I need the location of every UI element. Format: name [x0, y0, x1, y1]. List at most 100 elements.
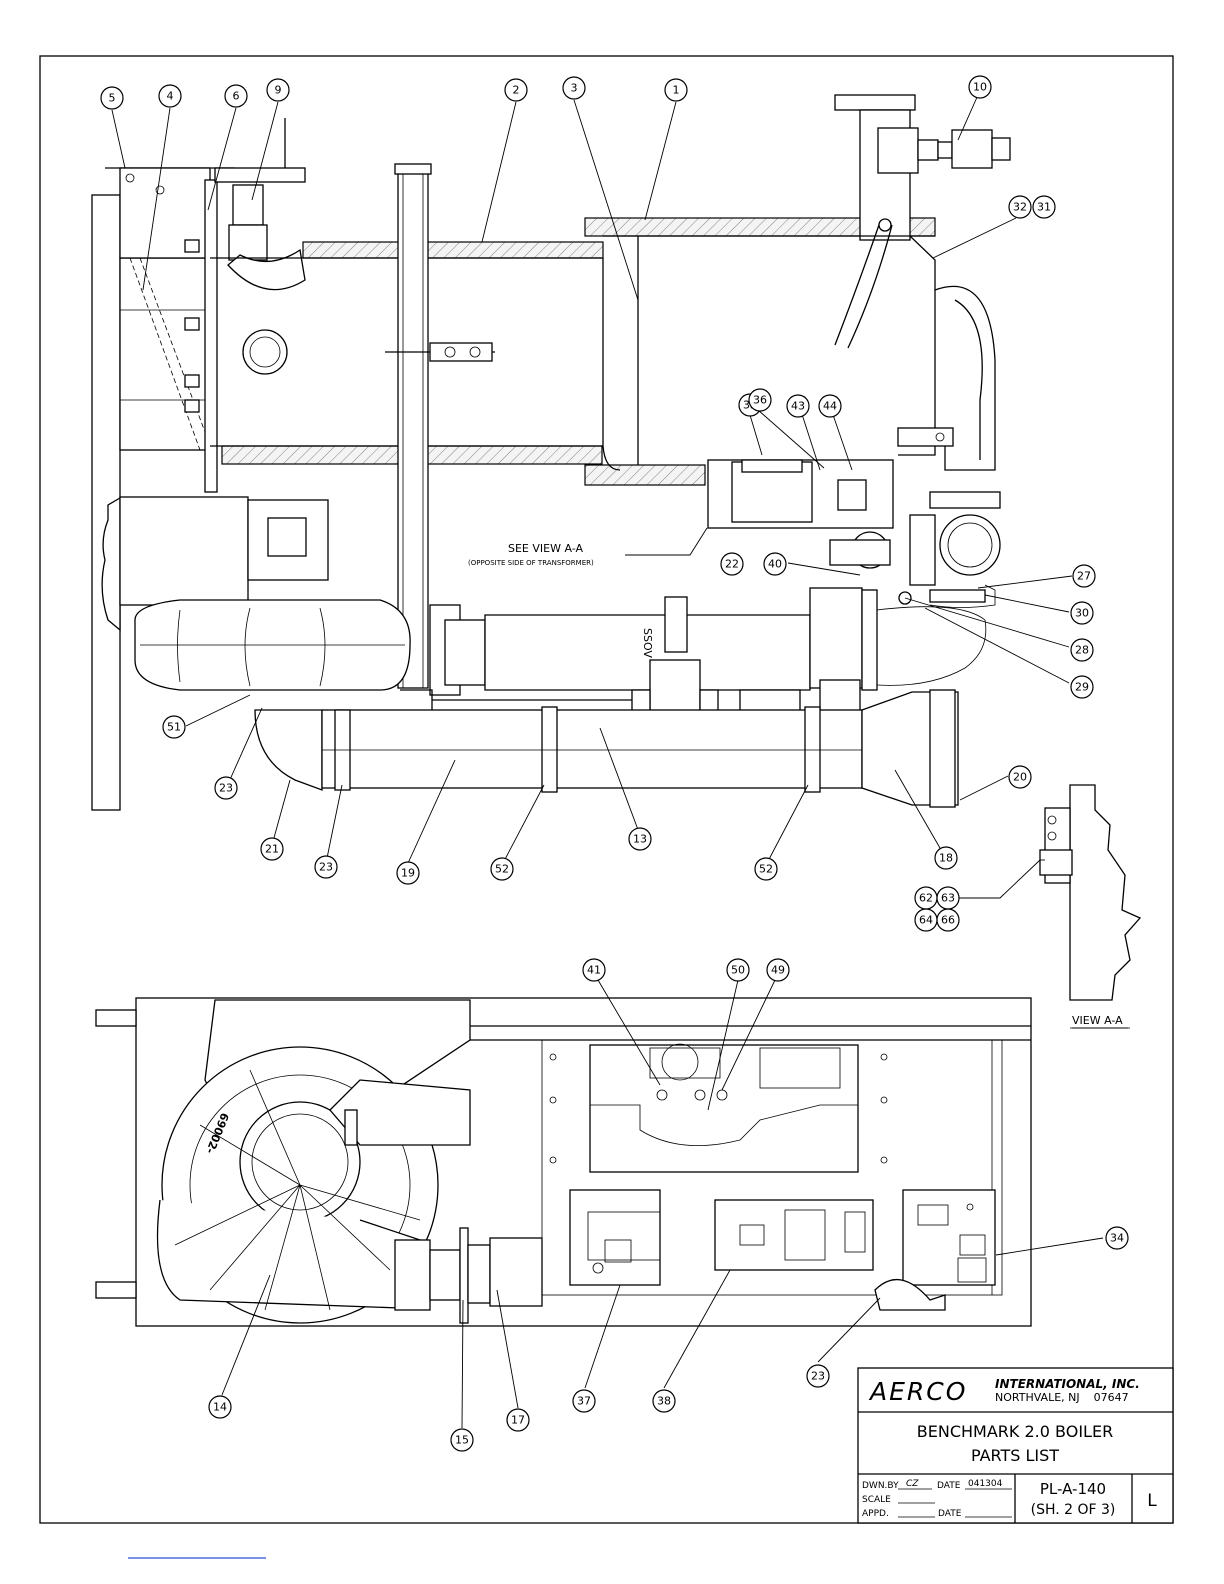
item-balloon-label: 63	[941, 892, 955, 905]
item-balloon-43: 43	[786, 394, 810, 418]
item-balloon-38: 38	[652, 1389, 676, 1413]
item-balloon-label: 6	[233, 90, 240, 103]
company-address: NORTHVALE, NJ 07647	[995, 1391, 1129, 1404]
company-logo: AERCO	[868, 1377, 967, 1406]
item-balloon-31: 31	[1032, 195, 1056, 219]
side-elevation-view	[91, 94, 1011, 811]
drawing-number: PL-A-140	[1040, 1480, 1106, 1498]
item-balloon-label: 1	[673, 84, 680, 97]
item-balloon-label: 23	[319, 861, 333, 874]
item-balloon-21: 21	[260, 837, 284, 861]
item-balloon-6: 6	[224, 84, 248, 108]
item-balloon-label: 34	[1110, 1232, 1124, 1245]
drawing-title-line1: BENCHMARK 2.0 BOILER	[917, 1422, 1113, 1441]
item-balloon-23a: 23	[214, 776, 238, 800]
item-balloon-label: 13	[633, 833, 647, 846]
item-balloon-50: 50	[726, 958, 750, 982]
date-value: 041304	[968, 1479, 1003, 1489]
item-balloon-label: 43	[791, 400, 805, 413]
date2-label: DATE	[938, 1509, 962, 1519]
item-balloon-label: 23	[811, 1370, 825, 1383]
item-balloon-label: 9	[275, 84, 282, 97]
item-balloon-label: 52	[759, 863, 773, 876]
item-balloon-34: 34	[1105, 1226, 1129, 1250]
item-balloon-64: 64	[914, 908, 938, 932]
item-balloon-23c: 23	[806, 1364, 830, 1388]
date-label: DATE	[937, 1481, 961, 1491]
item-balloon-44: 44	[818, 394, 842, 418]
item-balloon-18: 18	[934, 846, 958, 870]
revision-letter: L	[1147, 1491, 1157, 1511]
item-balloon-5: 5	[100, 86, 124, 110]
item-balloon-label: 31	[1037, 201, 1051, 214]
item-balloon-label: 3	[571, 82, 578, 95]
plan-view	[95, 997, 1032, 1327]
item-balloon-28: 28	[1070, 638, 1094, 662]
item-balloon-label: 51	[167, 721, 181, 734]
item-balloon-17: 17	[506, 1408, 530, 1432]
item-balloon-22: 22	[720, 552, 744, 576]
item-balloon-label: 49	[771, 964, 785, 977]
item-balloon-32: 32	[1008, 195, 1032, 219]
scale-label: SCALE	[862, 1495, 891, 1505]
item-balloon-36: 36	[748, 388, 772, 412]
item-balloon-14: 14	[208, 1395, 232, 1419]
item-balloon-label: 22	[725, 558, 739, 571]
item-balloon-52a: 52	[490, 857, 514, 881]
item-balloon-20: 20	[1008, 765, 1032, 789]
ssov-label: SSOV	[641, 628, 654, 658]
item-balloon-label: 40	[768, 558, 782, 571]
sheet-border	[39, 55, 1174, 1524]
appd-label: APPD.	[862, 1509, 889, 1519]
item-balloon-29: 29	[1070, 675, 1094, 699]
item-balloon-label: 15	[455, 1434, 469, 1447]
title-block: AERCO INTERNATIONAL, INC. NORTHVALE, NJ …	[857, 1367, 1174, 1524]
item-balloon-label: 32	[1013, 201, 1027, 214]
item-balloon-label: 4	[167, 90, 174, 103]
item-balloon-3: 3	[562, 76, 586, 100]
view-aa-label: VIEW A-A	[1072, 1014, 1123, 1027]
item-balloon-label: 50	[731, 964, 745, 977]
item-balloon-label: 19	[401, 867, 415, 880]
item-balloon-10: 10	[968, 75, 992, 99]
item-balloon-label: 21	[265, 843, 279, 856]
item-balloon-label: 62	[919, 892, 933, 905]
see-view-note: SEE VIEW A-A	[508, 542, 583, 555]
item-balloon-13: 13	[628, 827, 652, 851]
item-balloon-label: 37	[577, 1395, 591, 1408]
item-balloon-52b: 52	[754, 857, 778, 881]
sheet-number: (SH. 2 OF 3)	[1031, 1502, 1116, 1518]
item-balloon-2: 2	[504, 78, 528, 102]
item-balloon-label: 27	[1077, 570, 1091, 583]
item-balloon-51: 51	[162, 715, 186, 739]
item-balloon-label: 36	[753, 394, 767, 407]
item-balloon-label: 64	[919, 914, 933, 927]
item-balloon-4: 4	[158, 84, 182, 108]
item-balloon-40: 40	[763, 552, 787, 576]
item-balloon-label: 28	[1075, 644, 1089, 657]
item-balloon-23b: 23	[314, 855, 338, 879]
item-balloon-label: 23	[219, 782, 233, 795]
item-balloon-63: 63	[936, 886, 960, 910]
company-name: INTERNATIONAL, INC.	[995, 1377, 1140, 1391]
item-balloon-15: 15	[450, 1428, 474, 1452]
item-balloon-label: 14	[213, 1401, 227, 1414]
item-balloon-label: 18	[939, 852, 953, 865]
item-balloon-27: 27	[1072, 564, 1096, 588]
item-balloon-label: 52	[495, 863, 509, 876]
drawing-title-line2: PARTS LIST	[971, 1446, 1059, 1465]
item-balloon-19: 19	[396, 861, 420, 885]
item-balloon-label: 30	[1075, 607, 1089, 620]
item-balloon-label: 10	[973, 81, 987, 94]
item-balloon-30: 30	[1070, 601, 1094, 625]
item-balloon-66: 66	[936, 908, 960, 932]
item-balloon-label: 20	[1013, 771, 1027, 784]
item-balloon-label: 5	[109, 92, 116, 105]
see-view-sub-note: (OPPOSITE SIDE OF TRANSFORMER)	[468, 559, 594, 567]
item-balloons: 5469231103231353643444022273028295123202…	[100, 75, 1129, 1452]
item-balloon-41: 41	[582, 958, 606, 982]
dwn-by-value: CZ	[906, 1479, 919, 1489]
item-balloon-label: 2	[513, 84, 520, 97]
